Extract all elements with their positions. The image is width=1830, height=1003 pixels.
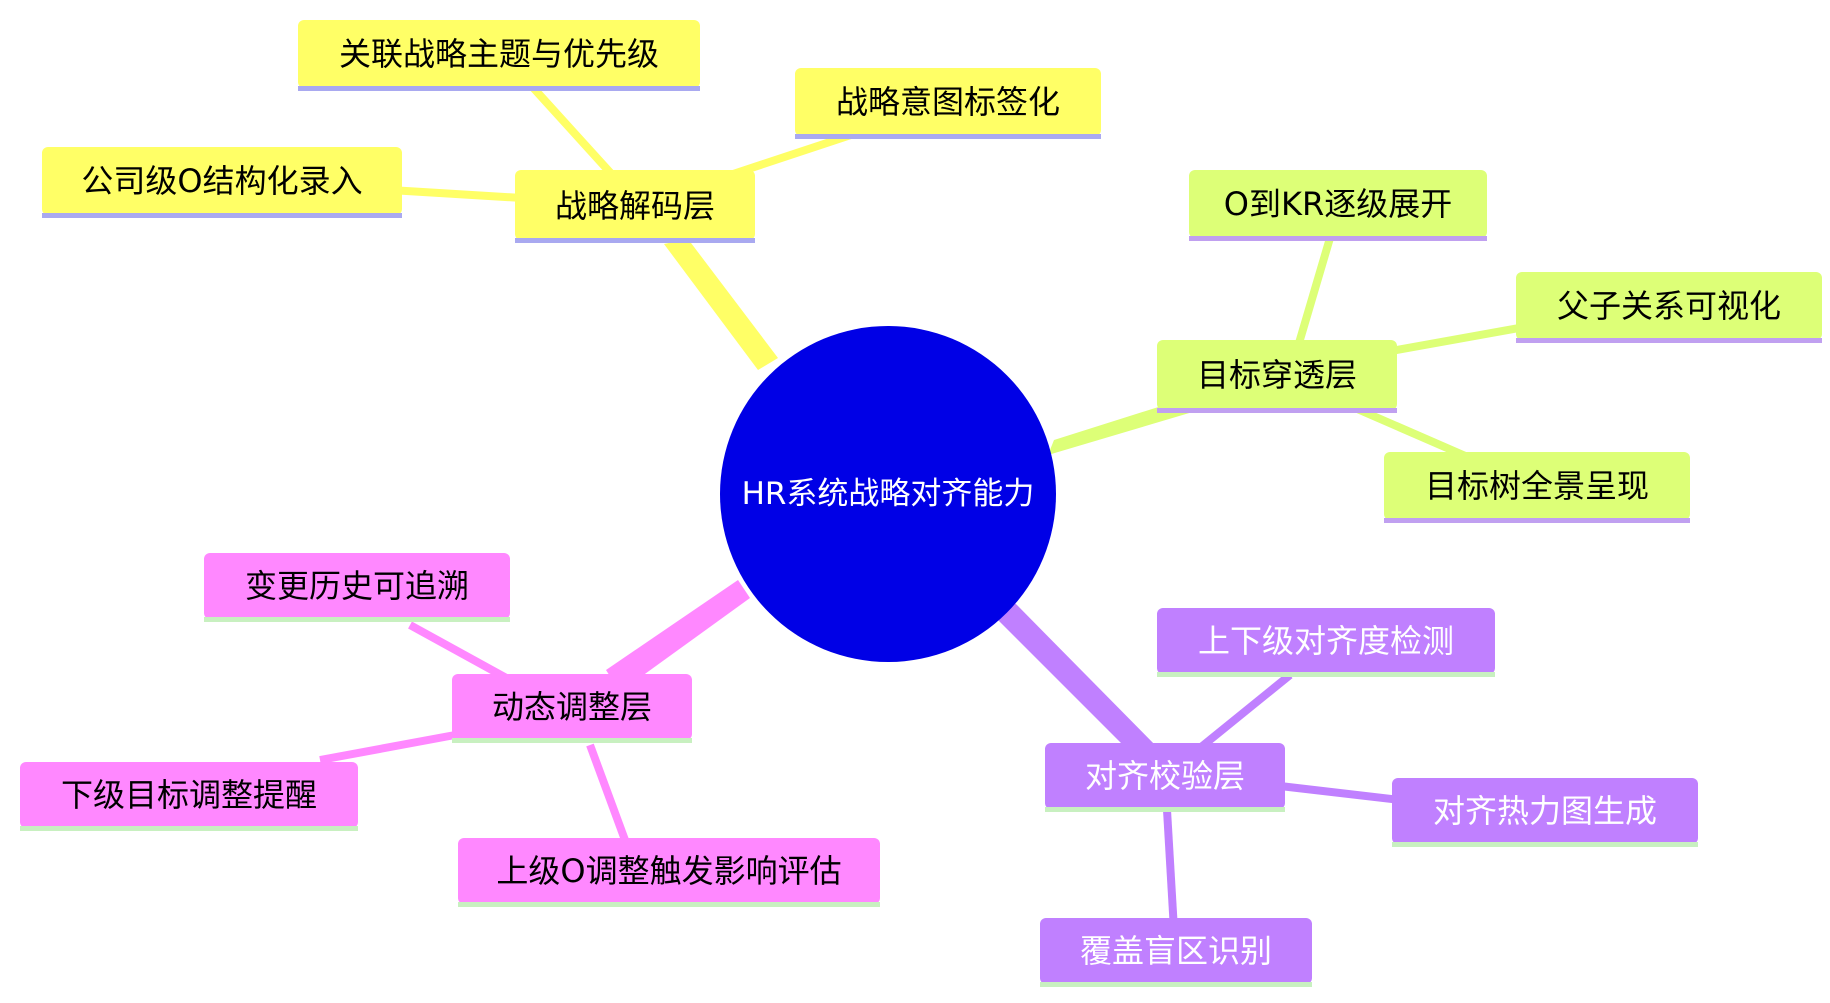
leaf-validate-1-label: 上下级对齐度检测 bbox=[1198, 622, 1454, 660]
leaf-strategy-2[interactable]: 战略意图标签化 bbox=[795, 68, 1101, 139]
branch-dynamic-underline bbox=[452, 738, 692, 743]
leaf-target-3[interactable]: 目标树全景呈现 bbox=[1384, 452, 1690, 523]
edge-dynamic-child-2 bbox=[319, 731, 456, 764]
branch-dynamic-label: 动态调整层 bbox=[492, 688, 652, 726]
edge-target-child-2 bbox=[1379, 322, 1531, 357]
branch-dynamic-box bbox=[452, 674, 692, 740]
leaf-dynamic-3-label: 上级O调整触发影响评估 bbox=[496, 852, 841, 890]
leaf-validate-1-underline bbox=[1157, 672, 1495, 677]
edge-dynamic-child-1 bbox=[408, 621, 512, 684]
branch-dynamic[interactable]: 动态调整层 bbox=[452, 674, 692, 743]
leaf-validate-3-box bbox=[1040, 918, 1312, 984]
branch-strategy[interactable]: 战略解码层 bbox=[515, 170, 755, 243]
edge-target-child-3 bbox=[1353, 404, 1472, 462]
leaf-target-3-underline bbox=[1384, 518, 1690, 523]
leaf-target-3-label: 目标树全景呈现 bbox=[1425, 467, 1649, 505]
leaf-strategy-3-box bbox=[42, 147, 402, 215]
leaf-strategy-2-underline bbox=[795, 134, 1101, 139]
leaf-strategy-3-underline bbox=[42, 213, 402, 218]
leaf-dynamic-2-underline bbox=[20, 826, 358, 831]
leaf-target-2-label: 父子关系可视化 bbox=[1557, 287, 1781, 325]
leaf-strategy-2-label: 战略意图标签化 bbox=[836, 83, 1060, 121]
branch-target[interactable]: 目标穿透层 bbox=[1157, 340, 1397, 413]
leaf-dynamic-2-label: 下级目标调整提醒 bbox=[61, 776, 317, 814]
branch-strategy-underline bbox=[515, 238, 755, 243]
leaf-validate-1-box bbox=[1157, 608, 1495, 674]
leaf-dynamic-1-underline bbox=[204, 617, 510, 622]
branch-strategy-label: 战略解码层 bbox=[555, 187, 715, 225]
leaf-dynamic-1[interactable]: 变更历史可追溯 bbox=[204, 553, 510, 622]
leaf-strategy-1-underline bbox=[298, 86, 700, 91]
edge-validate-child-1 bbox=[1192, 671, 1293, 756]
leaf-target-1-label: O到KR逐级展开 bbox=[1224, 185, 1452, 223]
leaf-strategy-1[interactable]: 关联战略主题与优先级 bbox=[298, 20, 700, 91]
leaf-validate-3-underline bbox=[1040, 982, 1312, 987]
leaf-dynamic-2[interactable]: 下级目标调整提醒 bbox=[20, 762, 358, 831]
leaf-strategy-3-label: 公司级O结构化录入 bbox=[81, 162, 362, 200]
branch-target-box bbox=[1157, 340, 1397, 410]
edge-root-validate bbox=[995, 600, 1160, 762]
root-label: HR系统战略对齐能力 bbox=[742, 476, 1035, 512]
leaf-strategy-2-box bbox=[795, 68, 1101, 136]
branch-target-underline bbox=[1157, 408, 1397, 413]
leaf-target-1[interactable]: O到KR逐级展开 bbox=[1189, 170, 1487, 241]
edge-validate-child-3 bbox=[1163, 809, 1178, 931]
leaf-dynamic-1-box bbox=[204, 553, 510, 619]
branch-validate-underline bbox=[1045, 807, 1285, 812]
leaf-dynamic-3-underline bbox=[458, 902, 880, 907]
leaf-strategy-1-label: 关联战略主题与优先级 bbox=[339, 35, 659, 73]
branch-target-label: 目标穿透层 bbox=[1197, 356, 1357, 394]
branch-validate-box bbox=[1045, 743, 1285, 809]
root-node[interactable]: HR系统战略对齐能力 bbox=[720, 326, 1056, 662]
leaf-target-1-underline bbox=[1189, 236, 1487, 241]
leaf-target-2[interactable]: 父子关系可视化 bbox=[1516, 272, 1822, 343]
edge-validate-child-2 bbox=[1279, 782, 1401, 804]
branch-validate[interactable]: 对齐校验层 bbox=[1045, 743, 1285, 812]
leaf-strategy-1-box bbox=[298, 20, 700, 88]
edge-dynamic-child-3 bbox=[586, 743, 629, 842]
edge-root-strategy bbox=[664, 239, 778, 370]
leaf-validate-2[interactable]: 对齐热力图生成 bbox=[1392, 778, 1698, 847]
edge-target-child-1 bbox=[1290, 236, 1334, 362]
leaf-dynamic-3-box bbox=[458, 838, 880, 904]
leaf-dynamic-2-box bbox=[20, 762, 358, 828]
leaf-dynamic-1-label: 变更历史可追溯 bbox=[245, 567, 469, 605]
leaf-target-2-box bbox=[1516, 272, 1822, 340]
leaf-target-2-underline bbox=[1516, 338, 1822, 343]
edge-root-dynamic bbox=[606, 580, 750, 692]
leaf-strategy-3[interactable]: 公司级O结构化录入 bbox=[42, 147, 402, 218]
branch-validate-label: 对齐校验层 bbox=[1085, 757, 1245, 795]
leaf-target-3-box bbox=[1384, 452, 1690, 520]
root-circle bbox=[720, 326, 1056, 662]
leaf-target-1-box bbox=[1189, 170, 1487, 238]
leaf-dynamic-3[interactable]: 上级O调整触发影响评估 bbox=[458, 838, 880, 907]
leaf-validate-2-label: 对齐热力图生成 bbox=[1433, 792, 1657, 830]
leaf-validate-2-box bbox=[1392, 778, 1698, 844]
leaf-validate-2-underline bbox=[1392, 842, 1698, 847]
leaf-validate-3[interactable]: 覆盖盲区识别 bbox=[1040, 918, 1312, 987]
leaf-validate-1[interactable]: 上下级对齐度检测 bbox=[1157, 608, 1495, 677]
leaf-validate-3-label: 覆盖盲区识别 bbox=[1080, 932, 1272, 970]
branch-strategy-box bbox=[515, 170, 755, 240]
